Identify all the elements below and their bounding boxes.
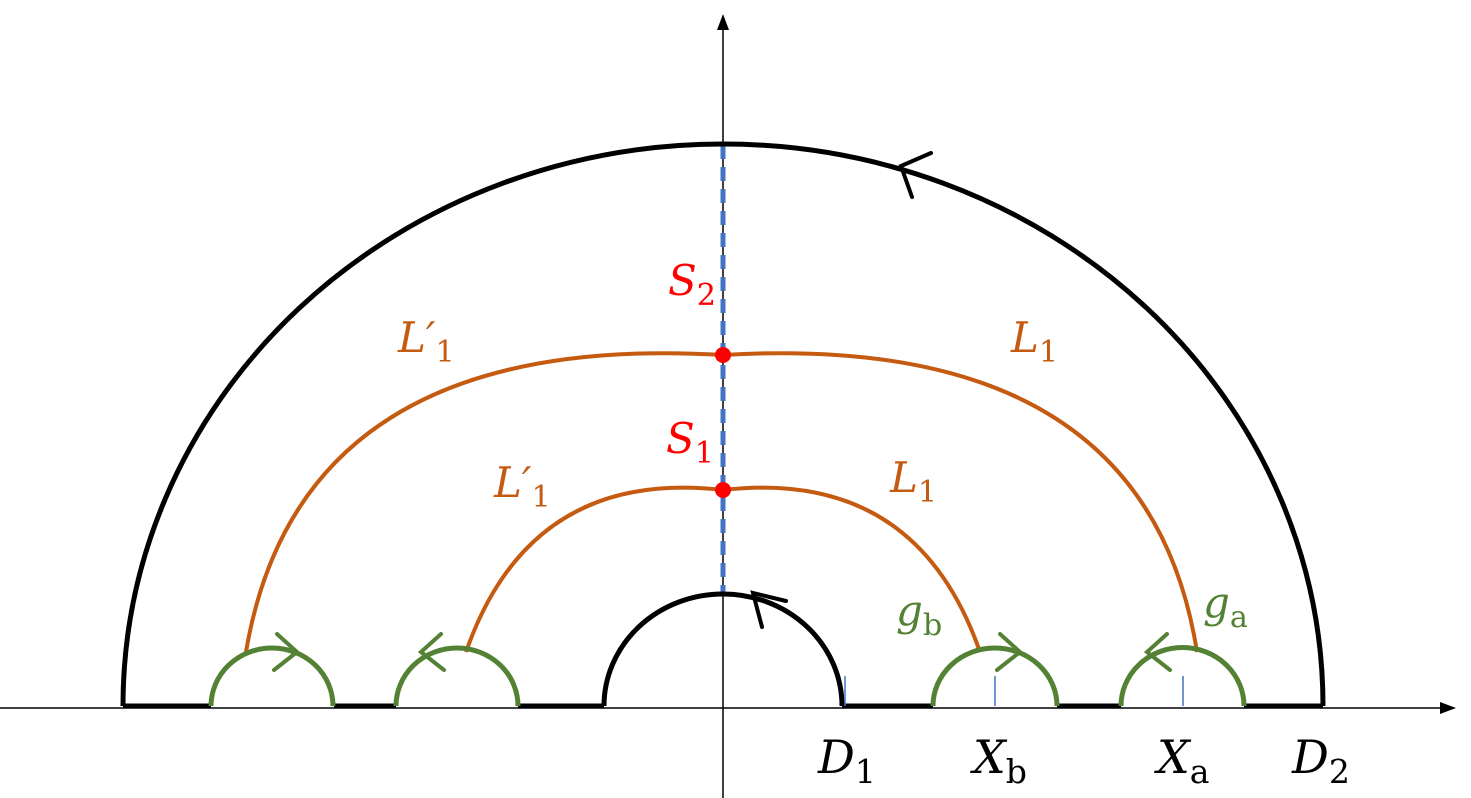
outer-right-curve — [722, 351, 1199, 653]
tick-marks — [844, 676, 1184, 706]
label-d1: D1 — [817, 730, 876, 791]
x-axis-arrowhead — [1440, 702, 1456, 714]
green-arc-xa — [1118, 645, 1247, 707]
label-gb: gb — [896, 586, 942, 643]
green-arc-xb — [930, 645, 1060, 707]
green-arc-arrows — [272, 632, 1172, 672]
inner-left-curve — [464, 485, 724, 653]
green-arrow-left — [1143, 632, 1172, 672]
label-inner-right: L1 — [889, 453, 937, 510]
green-arc-left-2 — [393, 645, 521, 707]
labels: S2 S1 L′1 L1 L′1 L1 gb ga D1 Xb Xa D2 — [397, 256, 1350, 791]
outer-arc-arrow — [898, 151, 933, 199]
label-xb: Xb — [970, 730, 1027, 791]
inner-arc-arrow — [750, 590, 788, 629]
label-s1: S1 — [666, 414, 714, 471]
point-s2 — [715, 347, 731, 363]
outer-semicircle — [120, 141, 1326, 707]
green-arrow-right — [995, 632, 1024, 672]
point-s1 — [715, 482, 731, 498]
outer-contour — [120, 141, 1326, 709]
saddle-points — [715, 347, 731, 498]
contour-direction-arrows — [750, 151, 933, 629]
label-xa: Xa — [1154, 730, 1210, 791]
label-outer-left: L′1 — [397, 313, 455, 370]
orange-curves — [244, 351, 1199, 653]
green-arrow-left — [417, 632, 446, 672]
label-ga: ga — [1203, 578, 1248, 635]
inner-semicircle — [601, 591, 845, 707]
green-arcs — [208, 645, 1247, 707]
green-arc-left-1 — [208, 645, 336, 707]
y-axis-arrowhead — [717, 14, 729, 30]
label-inner-left: L′1 — [493, 458, 551, 515]
label-outer-right: L1 — [1010, 313, 1058, 370]
green-arrow-right — [272, 632, 301, 672]
label-s2: S2 — [668, 256, 716, 313]
label-d2: D2 — [1291, 730, 1350, 791]
outer-left-curve — [244, 351, 724, 653]
inner-right-curve — [722, 485, 982, 653]
